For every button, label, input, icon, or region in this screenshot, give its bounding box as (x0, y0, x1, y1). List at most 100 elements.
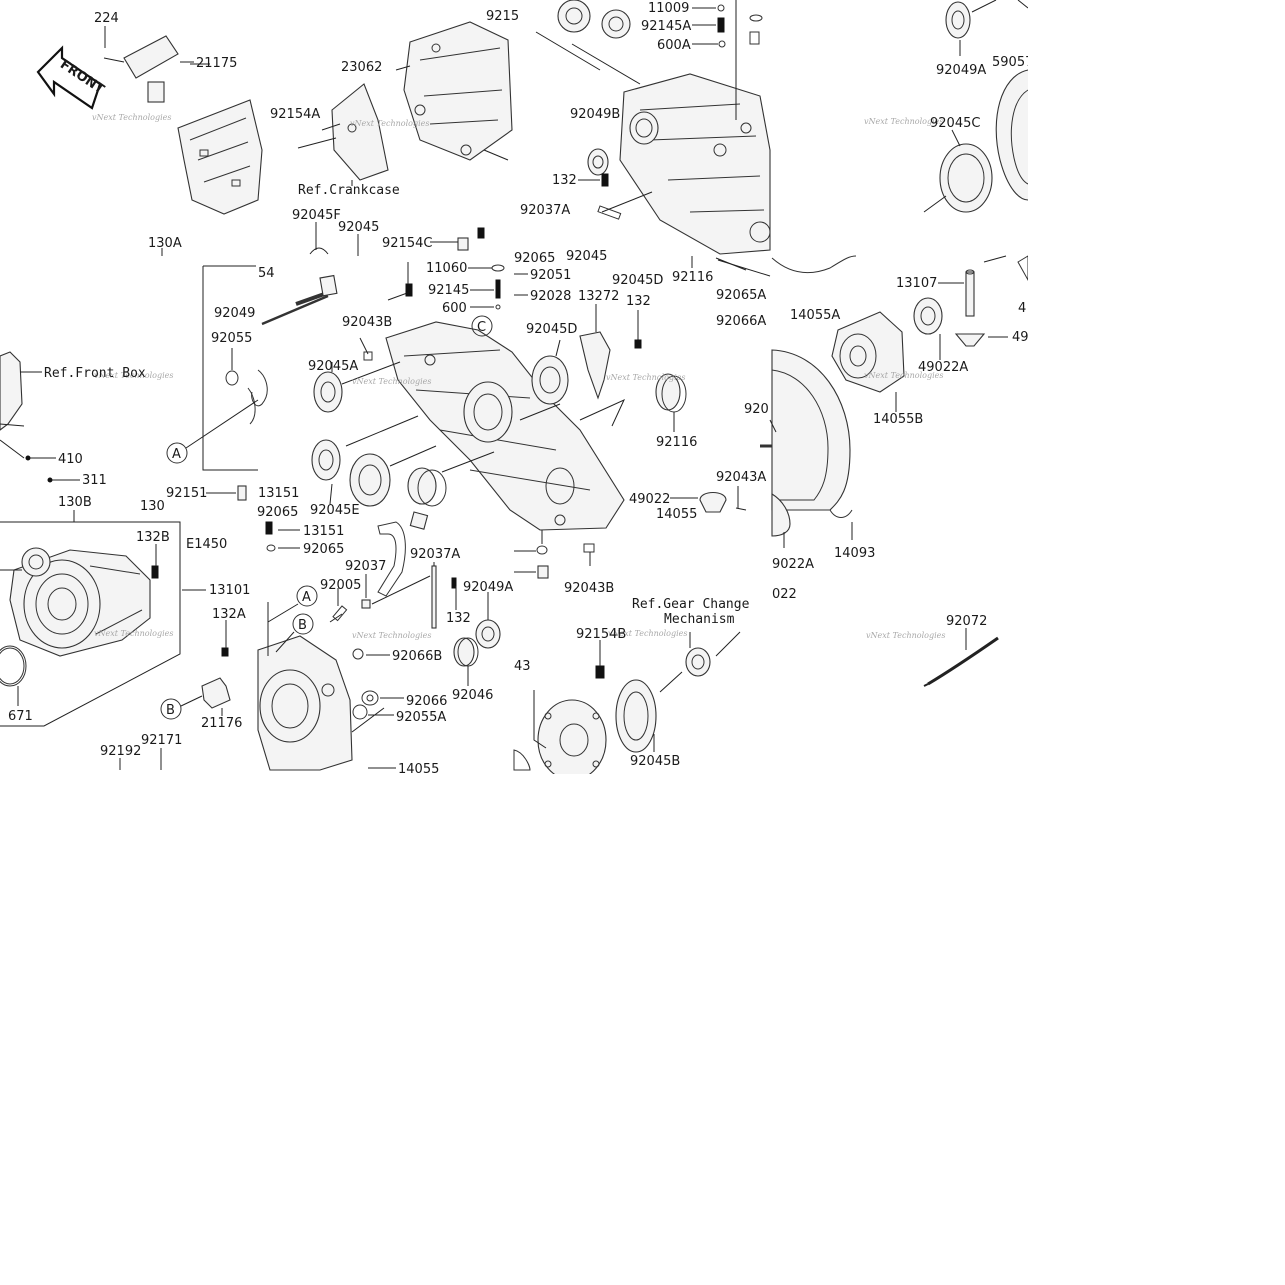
ring-gear-59057 (995, 69, 1029, 201)
label-92192: 92192 (100, 744, 141, 759)
label-92051: 92051 (530, 268, 571, 283)
label-13151b: 13151 (303, 524, 344, 539)
label-92049A-top: 92049A (936, 63, 986, 78)
part-labels: 224 21175 92154A 23062 9215 92045F 92045… (8, 1, 1033, 777)
circle-marker-A-2 (296, 585, 318, 607)
label-4-r: 4 (1018, 301, 1026, 316)
label-92066A: 92066A (716, 314, 766, 329)
marker-C-2-label: C (477, 320, 486, 335)
label-92045C: 92045C (930, 116, 980, 131)
label-600A: 600A (657, 38, 691, 53)
label-132-mid: 132 (446, 611, 471, 626)
label-92045-frag: 92045 (566, 249, 607, 264)
label-92037: 92037 (345, 559, 386, 574)
label-130: 130 (140, 499, 165, 514)
label-E1450: E1450 (186, 537, 227, 552)
label-92046: 92046 (452, 688, 493, 703)
watermark-7: vNext Technologies (864, 371, 943, 380)
watermark-10: vNext Technologies (608, 629, 687, 638)
watermark-3: vNext Technologies (864, 117, 943, 126)
label-92065A: 92065A (716, 288, 766, 303)
bearing-92045E (349, 453, 391, 507)
label-92145A: 92145A (641, 19, 691, 34)
marker-A-2-label: A (302, 590, 311, 605)
gear-housing (619, 73, 771, 255)
label-14055A: 14055A (790, 308, 840, 323)
label-92043B-bot: 92043B (564, 581, 614, 596)
label-92045A: 92045A (308, 359, 358, 374)
watermark-9: vNext Technologies (352, 631, 431, 640)
label-92045F: 92045F (292, 208, 341, 223)
label-92043A: 92043A (716, 470, 766, 485)
label-13272: 13272 (578, 289, 619, 304)
ref-gear-change-line2: Mechanism (664, 612, 735, 627)
relay-part-21175 (103, 35, 194, 103)
needle-bearing-92046 (453, 637, 479, 667)
watermark-6: vNext Technologies (606, 373, 685, 382)
bevel-gear-right (954, 333, 1008, 347)
label-92045D-b: 92045D (526, 322, 577, 337)
collar-sleeve (407, 467, 447, 507)
watermark-1: vNext Technologies (92, 113, 171, 122)
label-13151: 13151 (258, 486, 299, 501)
label-132A: 132A (212, 607, 246, 622)
label-92045B: 92045B (630, 754, 680, 769)
label-49022A-b: 9022A (772, 557, 814, 572)
label-23062: 23062 (341, 60, 382, 75)
gear-change-sprocket (685, 647, 711, 677)
label-21176: 21176 (201, 716, 242, 731)
label-9215: 9215 (486, 9, 519, 24)
label-14055B: 14055B (873, 412, 923, 427)
crankcase-bracket-23062 (403, 21, 513, 161)
watermark-4: vNext Technologies (94, 371, 173, 380)
ecu-bracket (177, 99, 263, 215)
label-92066B: 92066B (392, 649, 442, 664)
label-132-r: 132 (626, 294, 651, 309)
label-130B: 130B (58, 495, 92, 510)
cover-plate (331, 83, 389, 181)
label-49022A-a: 49022A (918, 360, 968, 375)
label-54: 54 (258, 266, 275, 281)
oil-seal-starter (21, 547, 51, 577)
label-92055A: 92055A (396, 710, 446, 725)
bearing-92049A-mid (475, 619, 501, 649)
label-92049A-mid: 92049A (463, 580, 513, 595)
circle-marker-C-2 (471, 315, 493, 337)
label-92045E: 92045E (310, 503, 360, 518)
watermarks: vNext Technologies vNext Technologies vN… (92, 113, 945, 640)
label-132B: 132B (136, 530, 170, 545)
label-311: 311 (82, 473, 107, 488)
marker-B-2-label: B (298, 618, 307, 633)
label-13101: 13101 (209, 583, 250, 598)
label-92072: 92072 (946, 614, 987, 629)
label-92154B: 92154B (576, 627, 626, 642)
marker-A-1-label: A (172, 447, 181, 462)
label-224: 224 (94, 11, 119, 26)
bearing-92045-left (311, 439, 341, 481)
watermark-8: vNext Technologies (94, 629, 173, 638)
label-92037A-top: 92037A (520, 203, 570, 218)
bearing-92045A (313, 371, 343, 413)
label-130A: 130A (148, 236, 182, 251)
marker-B-1-label: B (166, 703, 175, 718)
label-92005: 92005 (320, 578, 361, 593)
label-21175: 21175 (196, 56, 237, 71)
diff-case-14055B (831, 311, 905, 393)
label-92049B: 92049B (570, 107, 620, 122)
ref-crankcase: Ref.Crankcase (298, 183, 400, 198)
label-920: 920 (744, 402, 769, 417)
cable-92072 (923, 636, 999, 687)
label-43: 43 (514, 659, 531, 674)
label-92116-a: 92116 (672, 270, 713, 285)
sensor-21176 (201, 677, 231, 709)
label-92055: 92055 (211, 331, 252, 346)
circle-marker-B-1 (160, 698, 182, 720)
starter-motor-13101 (9, 549, 151, 657)
lower-case-14055 (257, 635, 353, 771)
label-92116-b: 92116 (656, 435, 697, 450)
label-11060: 11060 (426, 261, 467, 276)
bearings-top (557, 0, 659, 176)
ref-gear-change-line1: Ref.Gear Change (632, 597, 750, 612)
label-11009: 11009 (648, 1, 689, 16)
